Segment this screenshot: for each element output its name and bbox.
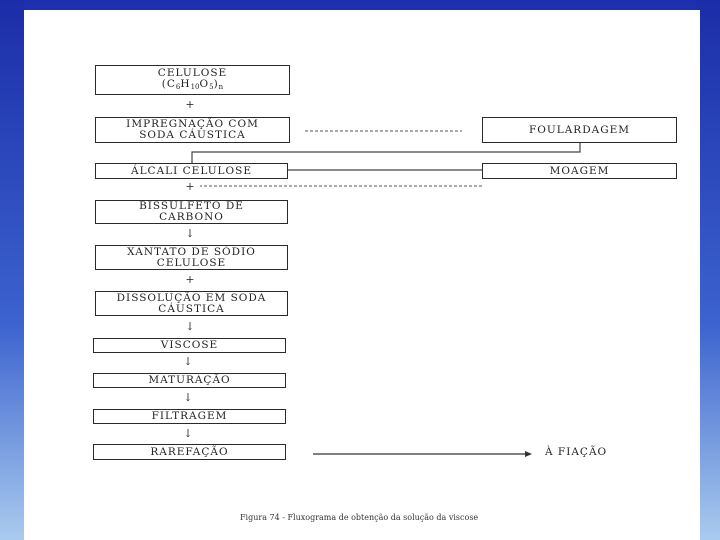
connector-arrow-1: ↓ (185, 227, 195, 240)
box-foulardagem: FOULARDAGEM (482, 117, 677, 143)
connector-plus-1: + (185, 98, 195, 111)
box-impregnacao: IMPREGNAÇÃO COM SODA CÁUSTICA (95, 117, 290, 143)
arrowhead-fiacao (525, 451, 532, 457)
celulose-formula: (C6H10O5)n (161, 77, 224, 91)
impregnacao-line2: SODA CÁUSTICA (139, 129, 246, 141)
connector-plus-2: + (185, 180, 195, 193)
bissulfeto-line1: BISSULFETO DE (139, 200, 244, 212)
box-celulose: CELULOSE (C6H10O5)n (95, 65, 290, 95)
bissulfeto-line2: CARBONO (159, 211, 224, 223)
moagem-label: MOAGEM (549, 164, 610, 177)
connector-arrow-4: ↓ (183, 391, 193, 404)
slide-border-left (0, 0, 24, 540)
connector-arrow-2: ↓ (185, 320, 195, 333)
box-filtragem: FILTRAGEM (93, 409, 286, 424)
box-rarefacao: RAREFAÇÃO (93, 444, 286, 460)
fiacao-label: À FIAÇÃO (545, 446, 608, 458)
link-foulardagem-alcali (191, 143, 581, 163)
xantato-line2: CELULOSE (156, 256, 227, 269)
box-xantato: XANTATO DE SÓDIO CELULOSE (95, 245, 288, 270)
connector-arrow-5: ↓ (183, 427, 193, 440)
box-moagem: MOAGEM (482, 163, 677, 179)
dissolucao-line1: DISSOLUÇÃO EM SODA (116, 291, 267, 304)
box-alcali-celulose: ÁLCALI CELULOSE (95, 163, 288, 179)
connector-arrow-3: ↓ (183, 355, 193, 368)
box-maturacao: MATURAÇÃO (93, 373, 286, 388)
dissolucao-line2: CÁUSTICA (158, 302, 225, 315)
viscose-label: VISCOSE (160, 339, 219, 351)
slide-border-right (696, 0, 720, 540)
figure-caption: Figura 74 - Fluxograma de obtenção da so… (240, 513, 479, 522)
alcali-label: ÁLCALI CELULOSE (130, 164, 252, 177)
xantato-line1: XANTATO DE SÓDIO (127, 245, 256, 258)
box-dissolucao: DISSOLUÇÃO EM SODA CÁUSTICA (95, 291, 288, 316)
box-viscose: VISCOSE (93, 338, 286, 353)
filtragem-label: FILTRAGEM (151, 410, 228, 422)
maturacao-label: MATURAÇÃO (148, 374, 231, 386)
impregnacao-line1: IMPREGNAÇÃO COM (126, 118, 259, 130)
box-bissulfeto: BISSULFETO DE CARBONO (95, 200, 288, 224)
celulose-label: CELULOSE (157, 66, 228, 79)
rarefacao-label: RAREFAÇÃO (150, 445, 229, 458)
connector-plus-3: + (185, 273, 195, 286)
foulardagem-label: FOULARDAGEM (528, 123, 630, 136)
